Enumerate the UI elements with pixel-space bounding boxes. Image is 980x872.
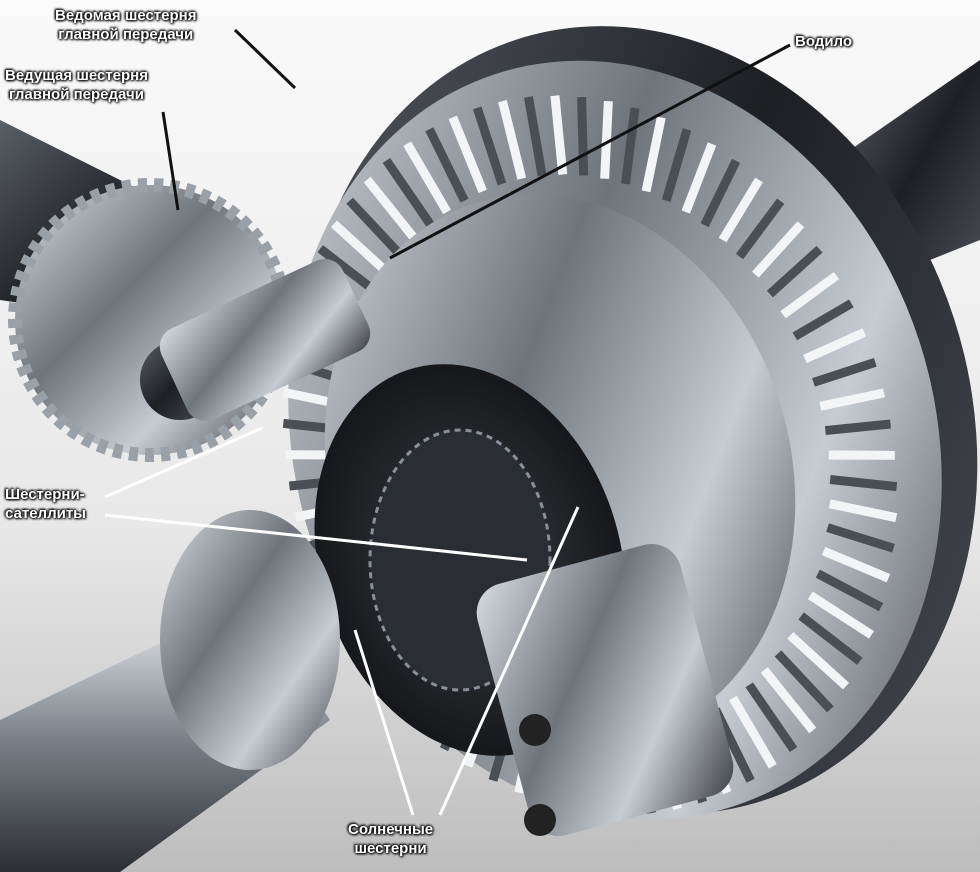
gear-tooth [524,96,547,177]
label-driven-gear: Ведомая шестерня главной передачи [55,7,197,43]
gear-tooth [812,358,877,387]
gear-tooth [824,419,892,436]
gear-tooth [826,523,895,553]
gear-tooth [621,107,640,185]
gear-tooth [807,591,874,639]
label-drive-gear: Ведущая шестерня главной передачи [5,67,148,103]
label-planet-gears: Шестерни- сателлиты [5,486,86,522]
gear-tooth [760,667,817,734]
gear-tooth [498,100,527,180]
gear-tooth [774,650,834,713]
gear-tooth [718,177,763,243]
gear-tooth [363,176,420,243]
gear-tooth [577,96,589,176]
gear-tooth [448,115,487,194]
gear-tooth [803,328,867,364]
gear-tooth [798,612,863,665]
gear-tooth [766,245,823,298]
gear-tooth [829,474,898,492]
gear-tooth [661,128,692,202]
gear-tooth [828,499,898,523]
axle-flange [160,510,340,770]
gear-tooth [752,221,805,278]
carrier-arm-lower [476,543,734,837]
gear-tooth [745,682,798,753]
label-sun-gears: Солнечные шестерни [348,821,434,857]
gear-tooth [472,106,507,186]
gear-tooth [821,546,891,583]
gear-tooth [600,100,613,179]
gear-tooth [700,158,741,228]
gear-tooth [815,569,884,612]
gear-tooth [330,220,393,278]
gear-tooth [346,197,406,260]
gear-tooth [735,198,785,260]
gear-tooth [382,157,435,228]
gear-tooth [550,95,568,175]
carrier-arm-upper [159,259,371,421]
gear-tooth [787,632,850,690]
gear-tooth [681,142,717,214]
gear-tooth [819,388,885,411]
gear-tooth [425,127,469,203]
gear-tooth [792,299,854,341]
gear-tooth [729,695,777,769]
gear-tooth [641,116,666,193]
gear-tooth [780,271,840,319]
label-carrier: Водило [795,33,853,50]
leader-lines [161,28,791,260]
gear-tooth [403,141,451,215]
